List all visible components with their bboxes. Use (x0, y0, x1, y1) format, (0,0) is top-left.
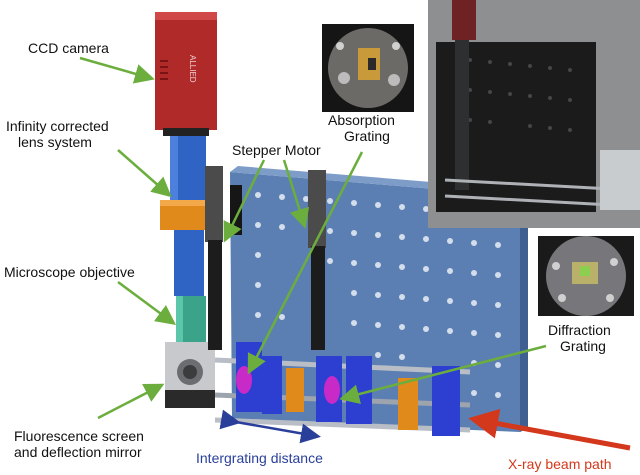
label-fluorescence-line2: and deflection mirror (14, 444, 142, 460)
photo-inset-main (428, 0, 640, 228)
breadboard-holes (255, 192, 501, 398)
label-absorption-line2: Grating (344, 128, 390, 144)
label-absorption-line1: Absorption (328, 112, 395, 128)
camera-brand: ALLIED (188, 55, 197, 83)
label-lens-line2: lens system (18, 134, 92, 150)
label-fluorescence-line1: Fluorescence screen (14, 428, 144, 444)
label-integrating-distance: Intergrating distance (196, 450, 323, 466)
label-xray-beam-path: X-ray beam path (508, 456, 612, 472)
camera-body (155, 12, 217, 130)
stepper-motor-2 (308, 170, 326, 248)
grating-mounts (236, 342, 460, 436)
label-microscope-objective: Microscope objective (4, 264, 135, 280)
label-stepper-motor: Stepper Motor (232, 142, 321, 158)
xray-beam-arrow (468, 408, 631, 451)
integrating-distance-arrow (219, 409, 321, 444)
label-diffraction-line2: Grating (560, 338, 606, 354)
absorption-grating-inset (322, 24, 414, 112)
label-ccd-camera: CCD camera (28, 40, 109, 56)
label-diffraction-line1: Diffraction (548, 322, 611, 338)
callout-arrows (79, 56, 547, 420)
label-lens-line1: Infinity corrected (6, 118, 109, 134)
stepper-motor-1 (205, 166, 223, 242)
diffraction-grating-inset (538, 236, 634, 316)
